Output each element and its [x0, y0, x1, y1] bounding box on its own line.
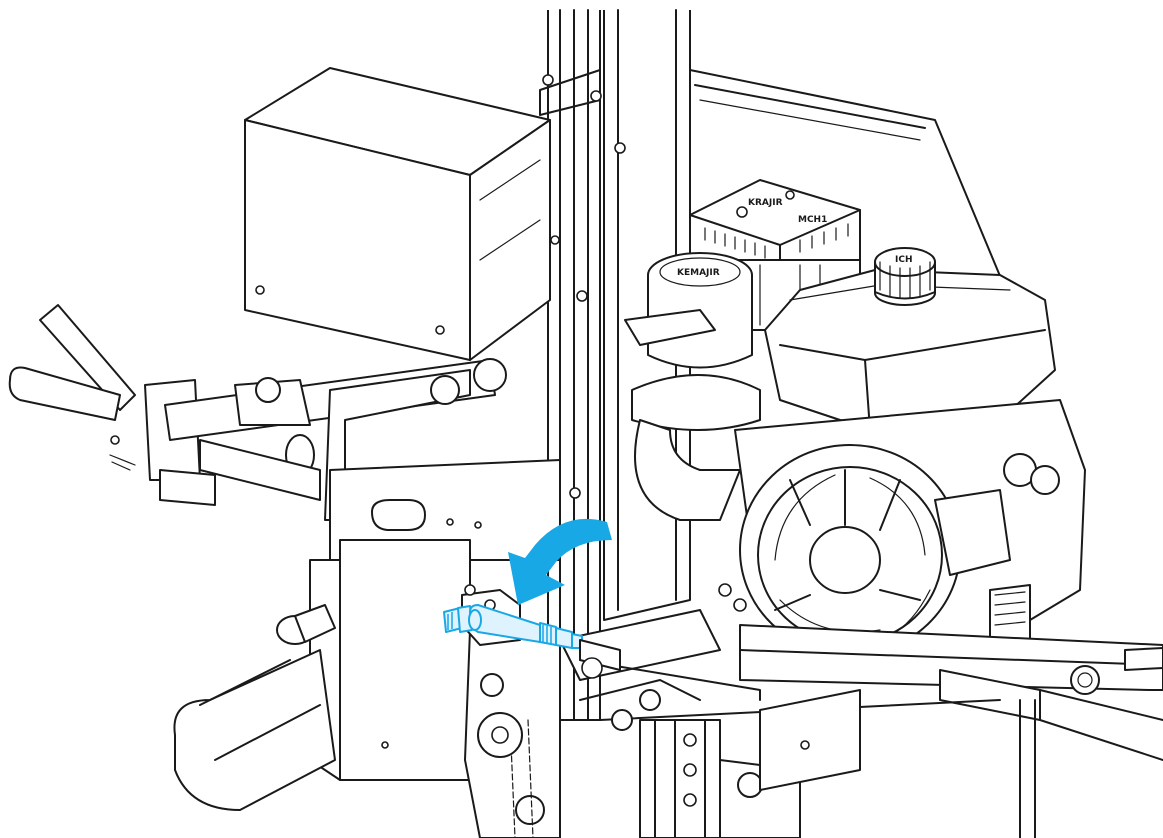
air-filter: KEMAJIR [624, 252, 761, 521]
tank-cap-logo-text: ICH [895, 255, 913, 265]
air-filter-logo-text: KEMAJIR [677, 268, 720, 278]
curved-arrow-icon [508, 518, 612, 605]
cover-logo-text-b: MCH1 [798, 215, 827, 225]
base-rail [739, 624, 1163, 838]
cooling-fins [704, 223, 849, 259]
inline-filter-icon [443, 604, 583, 649]
control-levers [8, 304, 507, 521]
control-box [244, 67, 551, 361]
discharge-chute [173, 604, 336, 811]
hydraulic-lines [559, 583, 1001, 838]
hydraulic-filter-highlight [443, 584, 621, 679]
vertical-mast [539, 9, 691, 721]
cover-logo-text-a: KRAJIR [748, 198, 783, 208]
chain-drive [477, 712, 534, 838]
lower-frame [309, 459, 561, 838]
fuel-tank: ICH [764, 247, 1056, 431]
flywheel-fan [739, 444, 961, 656]
engine-assembly: KRAJIR MCH1 KEMAJIR ICH [624, 179, 1086, 684]
